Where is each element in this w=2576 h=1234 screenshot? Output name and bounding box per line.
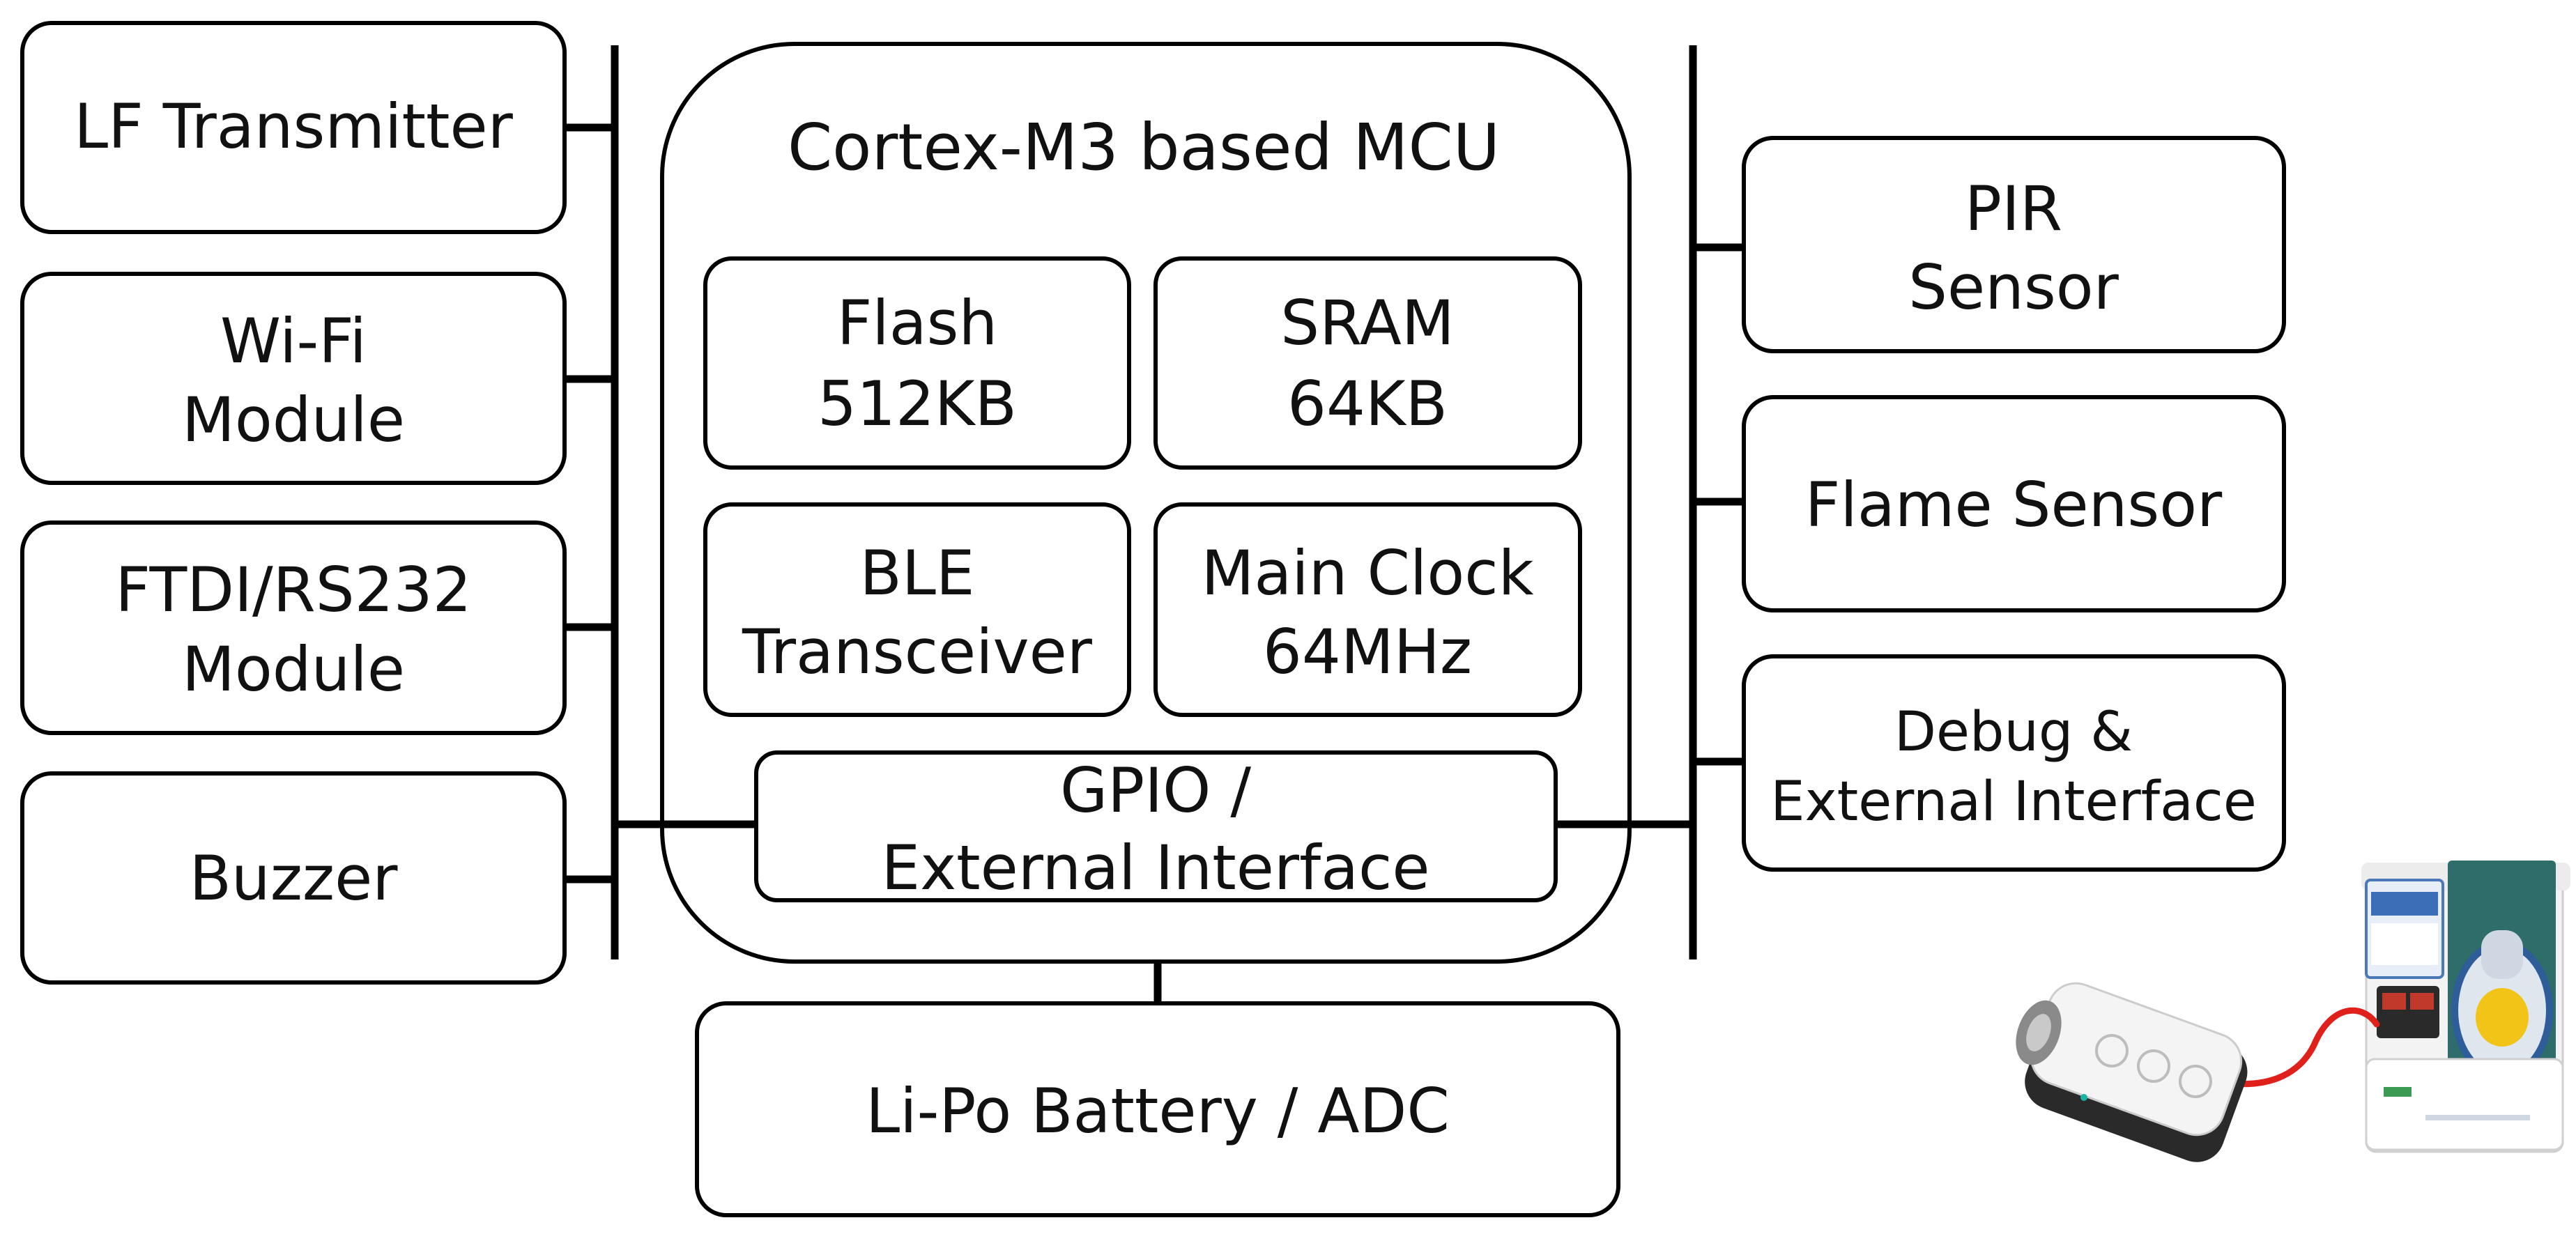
wifi-sub: Module [182,384,405,456]
clock-freq: 64MHz [1263,616,1472,688]
pir-label: PIR [1965,173,2062,245]
pir-sensor-box: PIR Sensor [1742,136,2286,353]
gpio-sub: External Interface [881,832,1429,904]
flash-label: Flash [837,287,998,359]
mcu-title: Cortex-M3 based MCU [788,110,1500,185]
ble-sub: Transceiver [742,616,1093,688]
ftdi-label: FTDI/RS232 [115,554,471,626]
wifi-module-box: Wi-Fi Module [20,272,567,485]
device-photo [2016,861,2570,1162]
clock-label: Main Clock [1201,537,1533,609]
buzzer-box: Buzzer [20,771,567,985]
flame-label: Flame Sensor [1805,469,2223,541]
debug-interface-box: Debug & External Interface [1742,654,2286,872]
debug-sub: External Interface [1770,771,2257,833]
pir-sub: Sensor [1908,252,2119,323]
wifi-label: Wi-Fi [220,305,367,377]
sram-label: SRAM [1280,287,1455,359]
battery-box: Li-Po Battery / ADC [695,1001,1620,1217]
clock-block: Main Clock 64MHz [1153,502,1582,717]
lf-transmitter-box: LF Transmitter [20,21,567,234]
gpio-block: GPIO / External Interface [754,750,1558,904]
ftdi-sub: Module [182,633,405,705]
flash-size: 512KB [818,368,1017,440]
buzzer-label: Buzzer [190,842,399,914]
sram-block: SRAM 64KB [1153,256,1582,470]
ble-label: BLE [860,537,975,609]
ftdi-module-box: FTDI/RS232 Module [20,520,567,735]
ble-block: BLE Transceiver [703,502,1131,717]
battery-label: Li-Po Battery / ADC [866,1075,1450,1147]
lf-transmitter-label: LF Transmitter [74,91,513,162]
gpio-label: GPIO / [1060,755,1251,826]
debug-label: Debug & [1894,701,2133,764]
sram-size: 64KB [1287,368,1448,440]
flame-sensor-box: Flame Sensor [1742,395,2286,612]
flash-block: Flash 512KB [703,256,1131,470]
